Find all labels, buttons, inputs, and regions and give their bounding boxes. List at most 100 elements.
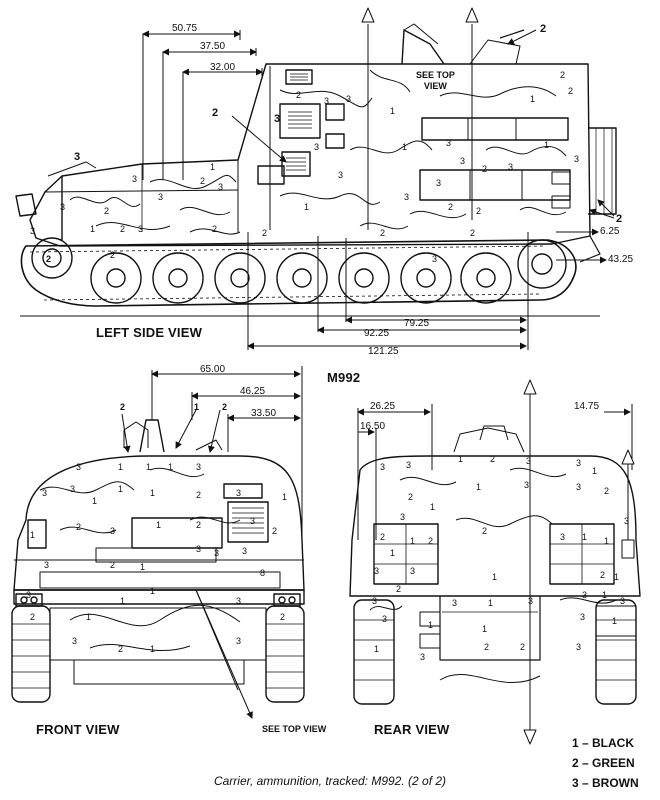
svg-text:3: 3: [42, 488, 47, 498]
dim-6-25: 6.25: [600, 226, 620, 237]
svg-text:1: 1: [30, 530, 35, 540]
svg-text:1: 1: [120, 596, 125, 606]
svg-text:3: 3: [44, 560, 49, 570]
svg-text:2: 2: [396, 584, 401, 594]
front-hull-outline: [13, 455, 305, 591]
svg-text:1: 1: [168, 462, 173, 472]
svg-text:2: 2: [120, 224, 125, 234]
svg-text:2: 2: [428, 536, 433, 546]
svg-text:2: 2: [280, 612, 285, 622]
svg-text:1: 1: [544, 140, 549, 150]
svg-text:2: 2: [46, 254, 51, 264]
svg-text:3: 3: [432, 254, 437, 264]
svg-text:1: 1: [410, 536, 415, 546]
svg-text:3: 3: [70, 484, 75, 494]
svg-text:2: 2: [110, 250, 115, 260]
svg-text:3: 3: [576, 482, 581, 492]
svg-text:1: 1: [86, 612, 91, 622]
rear-view-title: REAR VIEW: [374, 722, 450, 737]
svg-text:2: 2: [380, 532, 385, 542]
svg-text:2: 2: [222, 402, 227, 412]
svg-text:3: 3: [406, 460, 411, 470]
dim-37-50: 37.50: [200, 41, 226, 52]
svg-text:3: 3: [410, 566, 415, 576]
front-view-title: FRONT VIEW: [36, 722, 120, 737]
svg-text:2: 2: [296, 90, 301, 100]
dim-16-50: 16.50: [360, 421, 386, 432]
svg-text:3: 3: [338, 170, 343, 180]
svg-text:3: 3: [620, 596, 625, 606]
svg-text:1: 1: [140, 562, 145, 572]
svg-text:3: 3: [236, 488, 241, 498]
svg-text:1: 1: [156, 520, 161, 530]
dim-92-25: 92.25: [364, 328, 390, 339]
svg-text:1: 1: [374, 644, 379, 654]
svg-text:1: 1: [150, 586, 155, 596]
svg-text:1: 1: [92, 496, 97, 506]
dim-33-50: 33.50: [251, 408, 277, 419]
svg-text:2: 2: [520, 642, 525, 652]
svg-text:1: 1: [488, 598, 493, 608]
svg-text:2: 2: [600, 570, 605, 580]
legend-black: 1 – BLACK: [572, 736, 635, 750]
svg-text:2: 2: [196, 490, 201, 500]
svg-text:2: 2: [212, 224, 217, 234]
svg-text:1: 1: [592, 466, 597, 476]
svg-text:3: 3: [196, 544, 201, 554]
dim-65-00: 65.00: [200, 364, 226, 375]
svg-text:1: 1: [476, 482, 481, 492]
svg-text:3: 3: [236, 596, 241, 606]
svg-text:3: 3: [436, 178, 441, 188]
svg-text:2: 2: [604, 486, 609, 496]
svg-text:1: 1: [614, 572, 619, 582]
svg-text:1: 1: [582, 532, 587, 542]
dim-79-25: 79.25: [404, 318, 430, 329]
svg-text:1: 1: [150, 488, 155, 498]
svg-text:3: 3: [110, 526, 115, 536]
svg-text:2: 2: [540, 23, 546, 35]
svg-text:2: 2: [484, 642, 489, 652]
svg-text:3: 3: [346, 94, 351, 104]
svg-text:1: 1: [194, 402, 199, 412]
svg-text:1: 1: [390, 548, 395, 558]
see-top-view-note-side: SEE TOP VIEW: [416, 70, 455, 91]
svg-text:1: 1: [210, 162, 215, 172]
svg-text:3: 3: [132, 174, 137, 184]
svg-text:3: 3: [380, 462, 385, 472]
svg-text:3: 3: [138, 224, 143, 234]
svg-text:3: 3: [76, 462, 81, 472]
svg-text:3: 3: [236, 636, 241, 646]
legend-green: 2 – GREEN: [572, 756, 635, 770]
side-camouflage-pattern: [69, 69, 567, 235]
svg-text:1: 1: [482, 624, 487, 634]
dim-43-25: 43.25: [608, 254, 634, 265]
svg-text:3: 3: [524, 480, 529, 490]
svg-text:3: 3: [528, 596, 533, 606]
side-hull-outline: [29, 63, 591, 247]
svg-text:2: 2: [560, 70, 565, 80]
svg-text:3: 3: [420, 652, 425, 662]
svg-text:2: 2: [476, 206, 481, 216]
svg-text:3: 3: [382, 614, 387, 624]
svg-text:2: 2: [200, 176, 205, 186]
svg-text:3: 3: [324, 96, 329, 106]
svg-text:3: 3: [214, 548, 219, 558]
svg-text:2: 2: [380, 228, 385, 238]
svg-text:3: 3: [218, 182, 223, 192]
svg-text:2: 2: [490, 454, 495, 464]
svg-text:1: 1: [146, 462, 151, 472]
svg-text:3: 3: [158, 192, 163, 202]
left-side-view: 3 323 213 321 32 333 312 113 332 311 223…: [15, 7, 622, 350]
dim-50-75: 50.75: [172, 23, 198, 34]
dim-32-00: 32.00: [210, 62, 236, 73]
svg-text:3: 3: [446, 138, 451, 148]
dim-26-25: 26.25: [370, 401, 396, 412]
svg-text:1: 1: [604, 536, 609, 546]
svg-text:3: 3: [72, 636, 77, 646]
svg-text:1: 1: [602, 590, 607, 600]
svg-text:2: 2: [482, 526, 487, 536]
svg-text:3: 3: [274, 113, 280, 125]
